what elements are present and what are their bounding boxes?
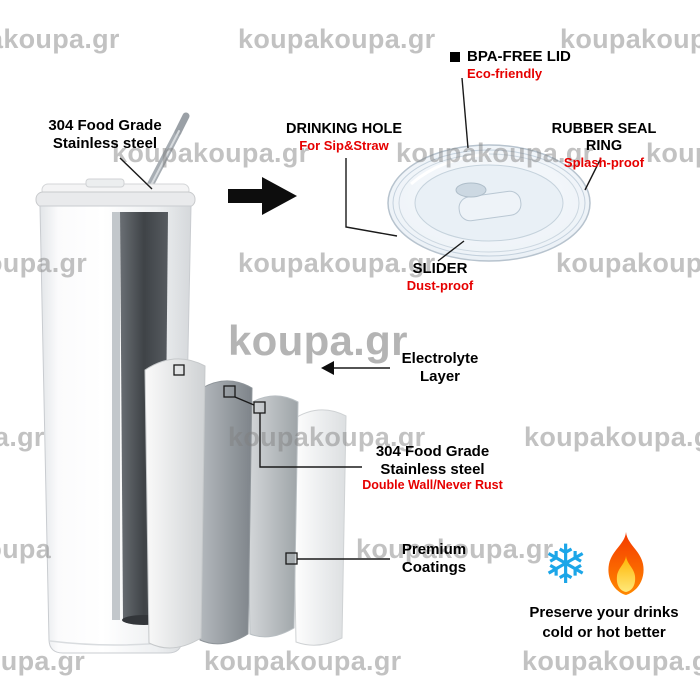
footer-line: cold or hot better: [542, 623, 666, 641]
callout-title-line: Coatings: [401, 558, 467, 576]
callout-rubber-seal-ring: RUBBER SEAL RING Splash-proof: [534, 121, 674, 171]
layer-sheet-steel-inner: [245, 395, 299, 638]
lid-top-image: [387, 144, 591, 262]
footer-text: Preserve your drinks cold or hot better: [513, 603, 695, 642]
lid-highlight: [410, 152, 490, 186]
callout-title: RUBBER SEAL RING: [551, 121, 657, 155]
layer-sheet-steel-outer: [195, 380, 253, 645]
callout-title: BPA-FREE LID: [467, 48, 571, 65]
watermark: koupakoupa.gr: [524, 422, 700, 452]
callout-title-line: Stainless steel: [380, 460, 485, 478]
footer-line: Preserve your drinks: [529, 604, 679, 621]
callout-slider: SLIDER Dust-proof: [402, 260, 478, 294]
tumbler-wall-edge: [112, 212, 120, 620]
watermark: koupakoupa.gr: [522, 646, 700, 676]
lid-slider: [458, 190, 522, 222]
callout-title: DRINKING HOLE: [286, 121, 402, 137]
callout-drinking-hole: DRINKING HOLE For Sip&Straw: [283, 121, 405, 154]
callout-subtitle: For Sip&Straw: [299, 138, 389, 154]
layer-sheet-electrolyte: [144, 358, 206, 649]
bullet-square-icon: [450, 51, 460, 62]
callout-title-line: Premium: [401, 541, 467, 558]
callout-electrolyte-layer: Electrolyte Layer: [394, 350, 486, 385]
callout-title: SLIDER: [412, 260, 468, 277]
callout-subtitle: Dust-proof: [406, 277, 474, 293]
callout-bpa-free-lid: BPA-FREE LID Eco-friendly: [450, 48, 571, 82]
callout-subtitle: Eco-friendly: [467, 65, 543, 81]
snowflake-icon: ❄: [543, 535, 589, 595]
callout-subtitle: Splash-proof: [563, 155, 645, 171]
layer-sheet-coating: [291, 409, 347, 646]
callout-subtitle: Double Wall/Never Rust: [362, 478, 503, 493]
watermark: akoupa.gr: [0, 24, 120, 54]
callout-title-line: Electrolyte: [401, 350, 479, 367]
callout-title-line: 304 Food Grade: [375, 443, 490, 460]
callout-title-line: Layer: [419, 367, 461, 385]
lid-drinking-hole: [455, 182, 487, 198]
callout-304-top: 304 Food Grade Stainless steel: [34, 117, 176, 152]
watermark: koupakoupa.gr: [560, 24, 700, 54]
tumbler-lid: [35, 178, 196, 208]
callout-title-line: 304 Food Grade: [48, 117, 162, 134]
layers-image: [144, 358, 347, 649]
flame-icon: [608, 532, 644, 595]
callout-premium-coatings: Premium Coatings: [392, 541, 476, 576]
callout-steel-wall: 304 Food Grade Stainless steel Double Wa…: [360, 443, 505, 494]
watermark: koupakoupa.gr: [238, 24, 436, 54]
callout-title-line: Stainless steel: [52, 134, 158, 152]
arrow-icon: [228, 177, 297, 215]
connector-line: [461, 77, 469, 149]
